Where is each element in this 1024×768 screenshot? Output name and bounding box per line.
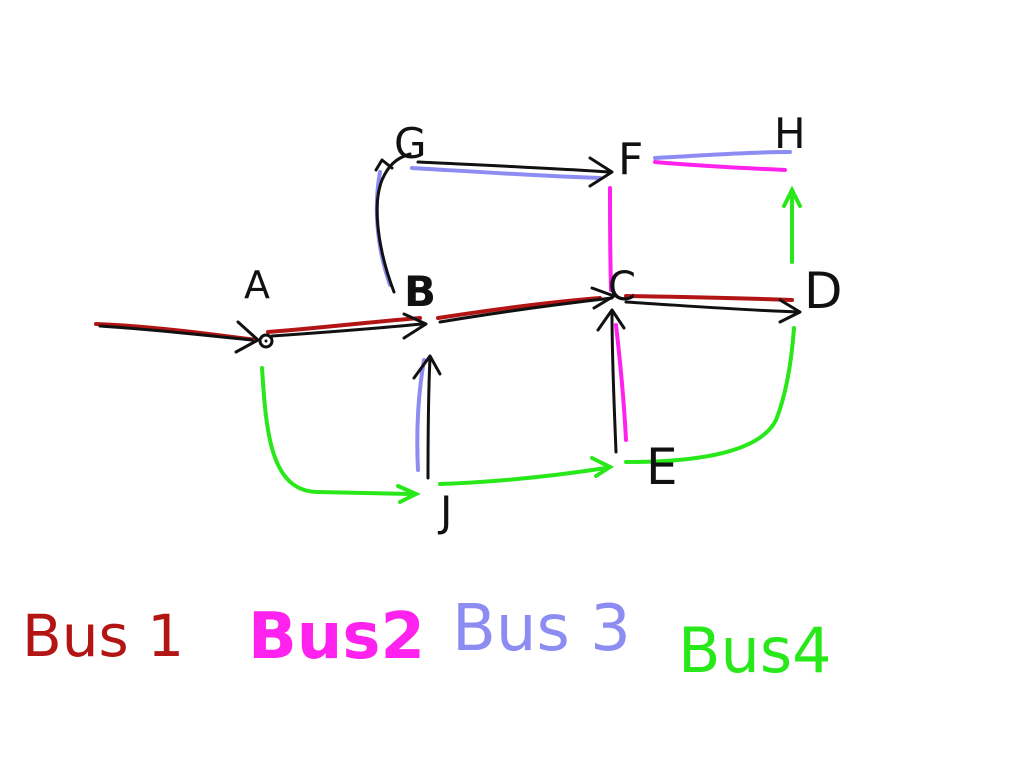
- bus4-route: [260, 185, 802, 504]
- arrowhead-e-c: [596, 308, 626, 332]
- node-label-e: E: [646, 438, 678, 496]
- node-label-d: D: [804, 262, 843, 320]
- legend-label-bus2: Bus2: [248, 600, 425, 674]
- bus4-arrow-e: [590, 456, 615, 478]
- bus2-segment-c-f: [608, 186, 613, 292]
- road-b-c: [438, 296, 614, 324]
- bus4-segment-a-j: [260, 366, 414, 496]
- road-network: [98, 152, 802, 480]
- arrowhead-b-c: [590, 286, 616, 310]
- node-label-j: J: [437, 487, 452, 536]
- bus2-segment-f-h: [653, 160, 787, 172]
- bus2-route: [608, 160, 787, 442]
- bus3-segment-f-h: [653, 150, 792, 160]
- road-b-g: [375, 152, 412, 294]
- bus2-segment-e-c: [614, 323, 628, 442]
- arrowhead-g-f: [588, 156, 614, 188]
- road-entry-a: [98, 324, 254, 342]
- bus3-segment-g-f: [410, 166, 602, 180]
- node-label-g: G: [394, 119, 427, 168]
- bus4-segment-e-d: [624, 326, 796, 464]
- bus1-segment-b-c: [436, 296, 602, 320]
- legend: Bus 1 Bus2 Bus 3 Bus4: [22, 592, 832, 687]
- road-a-b: [270, 322, 424, 338]
- bus3-route: [374, 150, 792, 472]
- road-c-d: [624, 300, 800, 314]
- arrowhead-b-g: [374, 158, 394, 172]
- arrowhead-a-b: [402, 312, 428, 340]
- node-label-f: F: [618, 134, 643, 185]
- node-labels: A B C D E F G H J: [244, 109, 843, 536]
- node-label-a: A: [244, 263, 270, 307]
- road-e-c: [610, 310, 618, 454]
- legend-label-bus3: Bus 3: [452, 592, 631, 666]
- road-j-b: [426, 356, 432, 480]
- node-label-b: B: [404, 267, 436, 316]
- arrowhead-j-b: [412, 354, 442, 380]
- bus4-arrow-h: [782, 185, 802, 208]
- bus1-segment-c-d: [624, 294, 794, 302]
- arrowhead-entry-a: [234, 320, 260, 354]
- road-g-f: [416, 160, 612, 174]
- node-label-c: C: [608, 264, 636, 310]
- node-a-marker: [258, 333, 274, 349]
- bus3-segment-j-b: [415, 358, 426, 472]
- legend-label-bus1: Bus 1: [22, 602, 184, 670]
- bus4-arrow-j: [396, 484, 421, 504]
- arrowhead-c-d: [778, 298, 802, 324]
- bus1-segment-a-b: [266, 316, 422, 334]
- legend-label-bus4: Bus4: [678, 614, 832, 687]
- bus4-segment-j-e: [438, 466, 608, 486]
- node-label-h: H: [774, 109, 806, 158]
